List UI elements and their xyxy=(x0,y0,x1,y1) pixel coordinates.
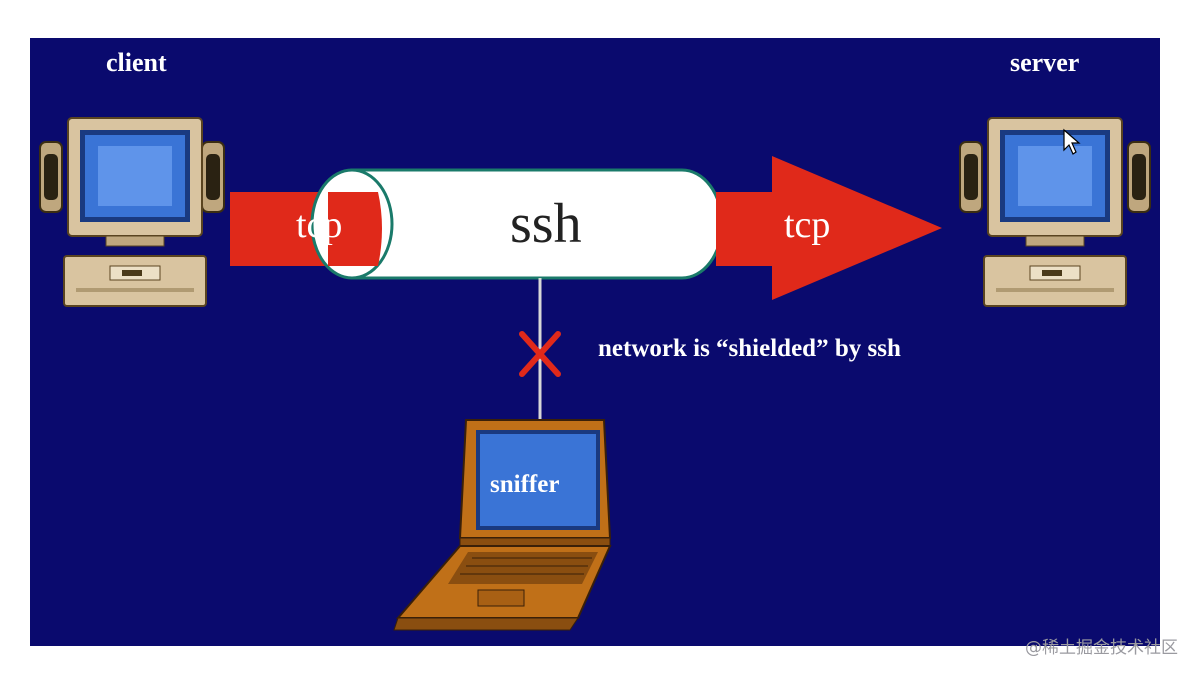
sniffer-label: sniffer xyxy=(490,471,560,498)
ssh-tunnel-label: ssh xyxy=(510,193,582,255)
server-label: server xyxy=(1010,48,1080,77)
client-label: client xyxy=(106,48,167,77)
tcp-right-arrow xyxy=(716,156,942,300)
mouse-cursor-icon xyxy=(1063,128,1081,155)
sniffer-laptop-icon xyxy=(393,419,612,631)
tcp-left-label: tcp xyxy=(296,204,343,246)
ssh-tunnel xyxy=(310,168,724,280)
diagram-canvas: client server tcp ssh tcp network is “sh… xyxy=(30,38,1160,646)
client-computer-icon xyxy=(39,117,225,307)
server-computer-icon xyxy=(959,117,1151,307)
watermark: @稀土掘金技术社区 xyxy=(1025,638,1178,658)
shield-note: network is “shielded” by ssh xyxy=(598,335,901,362)
blocked-x-icon xyxy=(519,331,561,377)
tcp-right-label: tcp xyxy=(784,204,831,246)
ssh-tunnel-diagram xyxy=(39,117,1151,631)
